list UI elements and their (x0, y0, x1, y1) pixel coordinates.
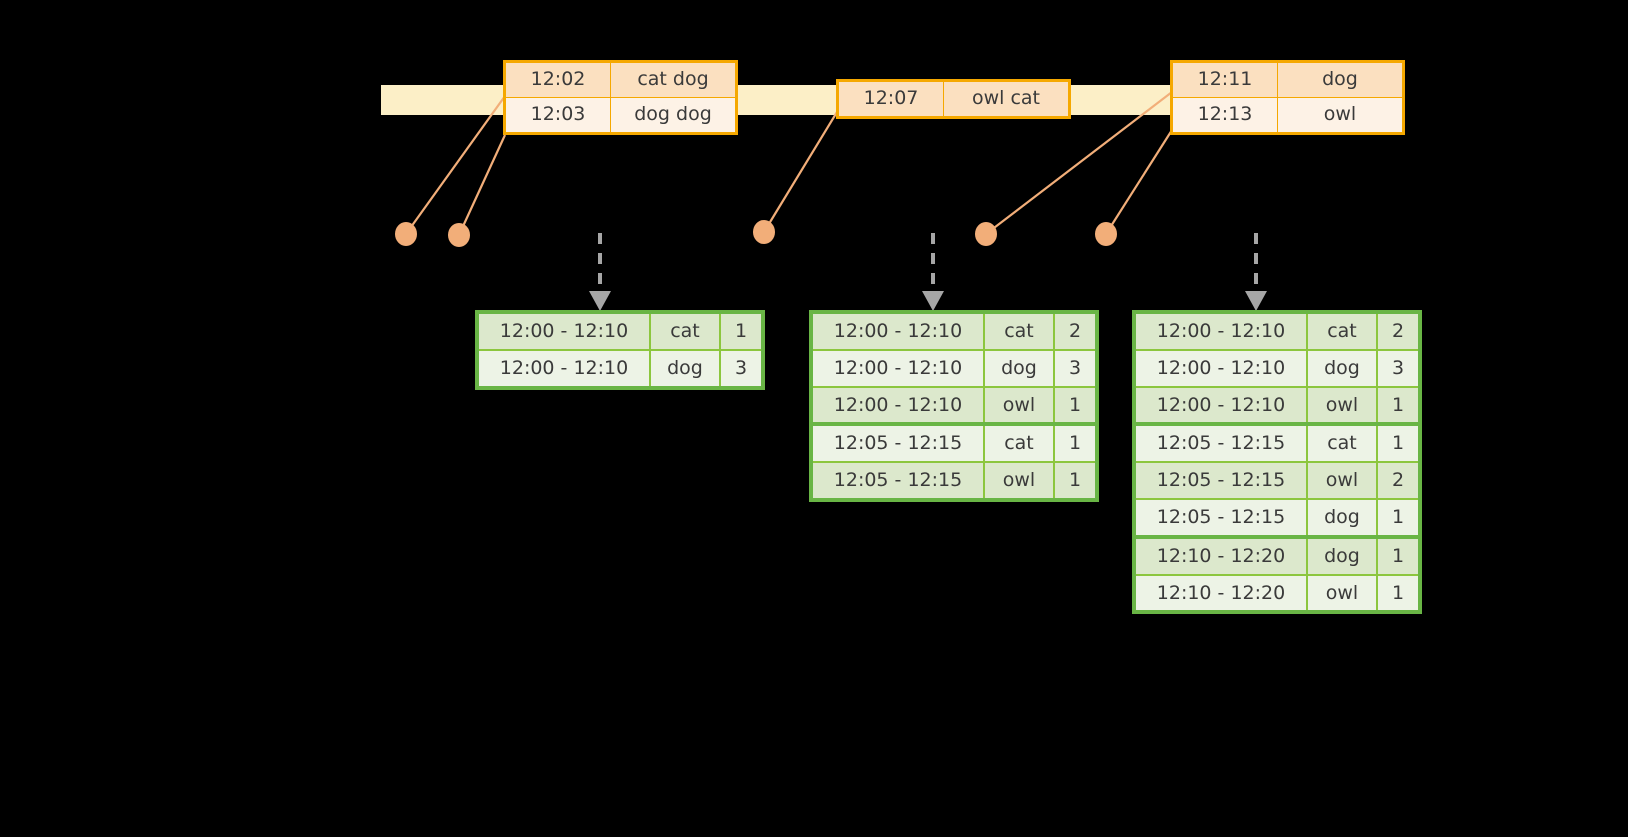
result-word: cat (983, 311, 1055, 351)
result-window: 12:00 - 12:10 (1133, 385, 1308, 426)
event-time: 12:02 (504, 61, 611, 98)
dot-1207 (753, 220, 775, 244)
leader-line-1213 (1105, 129, 1173, 235)
result-count: 1 (1376, 534, 1421, 576)
result-count: 3 (1053, 348, 1098, 388)
result-word: dog (649, 348, 721, 389)
event-words: cat dog (610, 61, 737, 98)
event-words: owl cat (943, 80, 1070, 118)
event-group-3[interactable]: 12:11 dog 12:13 owl (1170, 60, 1405, 135)
event-time: 12:07 (837, 80, 944, 118)
event-words: dog dog (610, 96, 737, 134)
result-word: cat (649, 311, 721, 351)
table-row[interactable]: 12:10 - 12:20 dog 1 (1133, 534, 1421, 576)
result-window: 12:05 - 12:15 (1133, 497, 1308, 538)
dot-1203 (448, 223, 470, 247)
result-count: 2 (1376, 461, 1421, 500)
result-count: 3 (1376, 348, 1421, 388)
event-row[interactable]: 12:07 owl cat (837, 80, 1070, 118)
result-count: 1 (1376, 573, 1421, 614)
event-time: 12:11 (1171, 61, 1278, 98)
result-word: cat (1306, 422, 1378, 464)
event-time: 12:03 (504, 96, 611, 134)
result-count: 1 (1376, 497, 1421, 538)
event-row[interactable]: 12:11 dog (1171, 61, 1404, 98)
result-count: 2 (1376, 311, 1421, 351)
result-window: 12:05 - 12:15 (1133, 461, 1308, 500)
table-row[interactable]: 12:05 - 12:15 owl 1 (810, 461, 1098, 501)
result-window: 12:10 - 12:20 (1133, 534, 1308, 576)
result-word: owl (1306, 385, 1378, 426)
event-row[interactable]: 12:03 dog dog (504, 96, 737, 134)
trigger-arrow-1 (589, 233, 611, 311)
table-row[interactable]: 12:05 - 12:15 cat 1 (1133, 422, 1421, 464)
result-word: dog (1306, 348, 1378, 388)
processing-dots (395, 220, 1117, 247)
result-count: 1 (1053, 461, 1098, 501)
table-row[interactable]: 12:05 - 12:15 owl 2 (1133, 461, 1421, 500)
table-row[interactable]: 12:10 - 12:20 owl 1 (1133, 573, 1421, 614)
table-row[interactable]: 12:00 - 12:10 cat 2 (810, 311, 1098, 351)
leader-line-1202 (405, 95, 506, 235)
event-group-1[interactable]: 12:02 cat dog 12:03 dog dog (503, 60, 738, 135)
table-row[interactable]: 12:00 - 12:10 owl 1 (1133, 385, 1421, 426)
result-word: owl (1306, 573, 1378, 614)
result-word: dog (983, 348, 1055, 388)
table-row[interactable]: 12:00 - 12:10 dog 3 (476, 348, 764, 389)
table-row[interactable]: 12:00 - 12:10 dog 3 (810, 348, 1098, 388)
result-count: 1 (719, 311, 764, 351)
trigger-arrows (589, 233, 1267, 311)
event-row[interactable]: 12:13 owl (1171, 96, 1404, 134)
event-group-2[interactable]: 12:07 owl cat (836, 79, 1071, 119)
result-window: 12:00 - 12:10 (810, 385, 985, 426)
event-words: dog (1277, 61, 1404, 98)
table-row[interactable]: 12:05 - 12:15 cat 1 (810, 422, 1098, 464)
result-table-1[interactable]: 12:00 - 12:10 cat 1 12:00 - 12:10 dog 3 (475, 310, 765, 390)
result-word: owl (983, 385, 1055, 426)
result-count: 3 (719, 348, 764, 389)
result-word: dog (1306, 497, 1378, 538)
result-window: 12:00 - 12:10 (1133, 348, 1308, 388)
result-window: 12:00 - 12:10 (476, 348, 651, 389)
result-window: 12:10 - 12:20 (1133, 573, 1308, 614)
event-row[interactable]: 12:02 cat dog (504, 61, 737, 98)
event-words: owl (1277, 96, 1404, 134)
table-row[interactable]: 12:00 - 12:10 owl 1 (810, 385, 1098, 426)
table-row[interactable]: 12:00 - 12:10 cat 2 (1133, 311, 1421, 351)
dot-1211 (975, 222, 997, 246)
table-row[interactable]: 12:00 - 12:10 dog 3 (1133, 348, 1421, 388)
result-count: 1 (1053, 385, 1098, 426)
result-table-2[interactable]: 12:00 - 12:10 cat 2 12:00 - 12:10 dog 3 … (809, 310, 1099, 502)
leader-line-1203 (458, 134, 506, 236)
leader-line-1207 (763, 111, 838, 233)
result-word: cat (1306, 311, 1378, 351)
result-window: 12:00 - 12:10 (810, 348, 985, 388)
result-table-3[interactable]: 12:00 - 12:10 cat 2 12:00 - 12:10 dog 3 … (1132, 310, 1422, 615)
result-window: 12:05 - 12:15 (810, 461, 985, 501)
result-count: 1 (1376, 385, 1421, 426)
event-time: 12:13 (1171, 96, 1278, 134)
result-window: 12:00 - 12:10 (810, 311, 985, 351)
result-word: dog (1306, 534, 1378, 576)
result-window: 12:00 - 12:10 (1133, 311, 1308, 351)
result-count: 1 (1053, 422, 1098, 464)
result-count: 1 (1376, 422, 1421, 464)
trigger-arrow-2 (922, 233, 944, 311)
dot-1213 (1095, 222, 1117, 246)
result-window: 12:05 - 12:15 (1133, 422, 1308, 464)
dot-1202 (395, 222, 417, 246)
result-word: owl (1306, 461, 1378, 500)
result-word: owl (983, 461, 1055, 501)
trigger-arrow-3 (1245, 233, 1267, 311)
result-window: 12:00 - 12:10 (476, 311, 651, 351)
table-row[interactable]: 12:05 - 12:15 dog 1 (1133, 497, 1421, 538)
result-count: 2 (1053, 311, 1098, 351)
result-window: 12:05 - 12:15 (810, 422, 985, 464)
result-word: cat (983, 422, 1055, 464)
table-row[interactable]: 12:00 - 12:10 cat 1 (476, 311, 764, 351)
